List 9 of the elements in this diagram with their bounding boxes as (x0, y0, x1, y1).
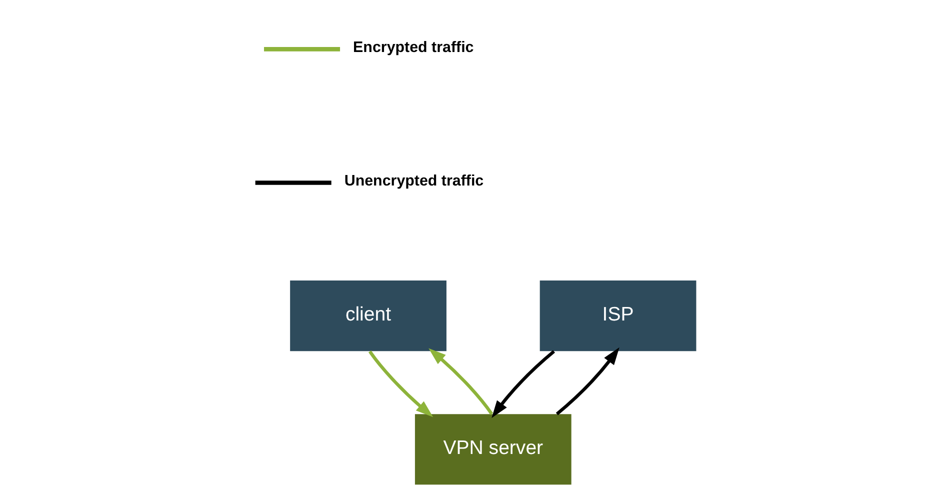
arrow (428, 348, 493, 414)
node-box: VPN server (414, 414, 571, 484)
legend-label: Unencrypted traffic (344, 172, 484, 190)
arrow (368, 350, 433, 417)
arrow (555, 346, 619, 415)
arrow (491, 350, 555, 418)
legend-label: Encrypted traffic (352, 38, 474, 56)
node-box: ISP (539, 280, 696, 351)
node-box: client (290, 280, 446, 351)
